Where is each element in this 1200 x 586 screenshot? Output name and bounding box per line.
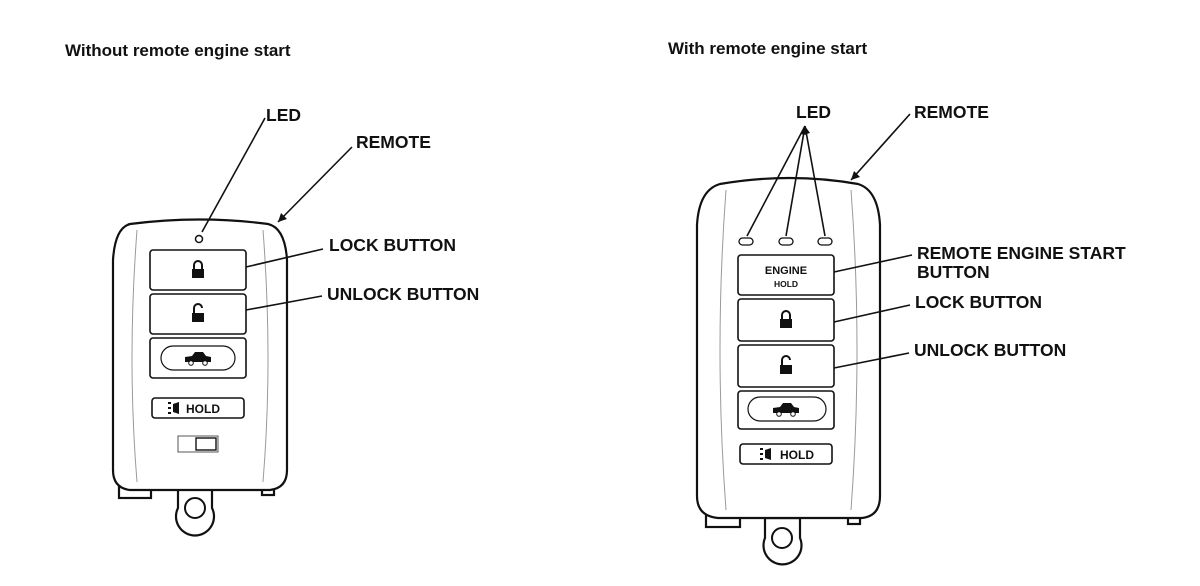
label-remote: REMOTE <box>356 132 431 152</box>
leader-remote-right <box>850 113 911 181</box>
label-led-right: LED <box>796 102 831 122</box>
led-indicator-3 <box>817 237 833 246</box>
label-lock-button: LOCK BUTTON <box>329 235 456 255</box>
label-remote-engine-start: REMOTE ENGINE START <box>917 243 1126 263</box>
heading-without-remote-start: Without remote engine start <box>65 41 291 60</box>
leader-lock <box>245 248 324 268</box>
unlock-button-right[interactable] <box>737 344 835 388</box>
leader-unlock <box>245 295 323 311</box>
panic-horn-icon <box>760 448 771 460</box>
unlock-icon <box>192 303 204 322</box>
trunk-car-icon <box>773 403 799 417</box>
led-indicators <box>738 237 833 246</box>
leader-engine-start <box>833 254 913 273</box>
fob-with-remote-start: With remote engine start ENGINE HOLD <box>668 39 1126 566</box>
key-ring-right <box>762 516 803 566</box>
lock-icon <box>780 310 792 328</box>
engine-button-label: ENGINE <box>765 265 807 277</box>
led-indicator <box>194 234 204 244</box>
remote-engine-start-button[interactable]: ENGINE HOLD <box>737 254 835 296</box>
led-indicator-1 <box>738 237 754 246</box>
trunk-button[interactable] <box>149 337 247 379</box>
trunk-car-icon <box>185 352 211 366</box>
lock-button[interactable] <box>149 249 247 291</box>
key-release-switch[interactable] <box>177 435 219 453</box>
engine-button-hold-label: HOLD <box>774 279 798 289</box>
panic-horn-icon <box>168 402 179 414</box>
leader-led-3 <box>804 125 826 237</box>
label-unlock-button-right: UNLOCK BUTTON <box>914 340 1066 360</box>
label-led: LED <box>266 105 301 125</box>
unlock-button[interactable] <box>149 293 247 335</box>
hold-button-label-right: HOLD <box>780 448 814 462</box>
heading-with-remote-start: With remote engine start <box>668 39 867 58</box>
panic-hold-button[interactable]: HOLD <box>151 397 245 419</box>
leader-led-2 <box>785 125 806 237</box>
led-indicator-2 <box>778 237 794 246</box>
leader-led-1 <box>746 125 806 237</box>
lock-icon <box>192 260 204 278</box>
panic-hold-button-right[interactable]: HOLD <box>739 443 833 465</box>
label-unlock-button: UNLOCK BUTTON <box>327 284 479 304</box>
trunk-button-right[interactable] <box>737 390 835 430</box>
unlock-icon <box>780 355 792 374</box>
leader-unlock-right <box>833 352 910 369</box>
label-remote-engine-start-line2: BUTTON <box>917 262 990 282</box>
leader-remote <box>277 146 353 223</box>
leader-lock-right <box>833 304 911 323</box>
leader-led <box>201 117 266 233</box>
label-remote-right: REMOTE <box>914 102 989 122</box>
lock-button-right[interactable] <box>737 298 835 342</box>
label-lock-button-right: LOCK BUTTON <box>915 292 1042 312</box>
fob-without-remote-start: Without remote engine start <box>65 41 479 537</box>
hold-button-label: HOLD <box>186 402 220 416</box>
key-ring <box>174 485 216 537</box>
